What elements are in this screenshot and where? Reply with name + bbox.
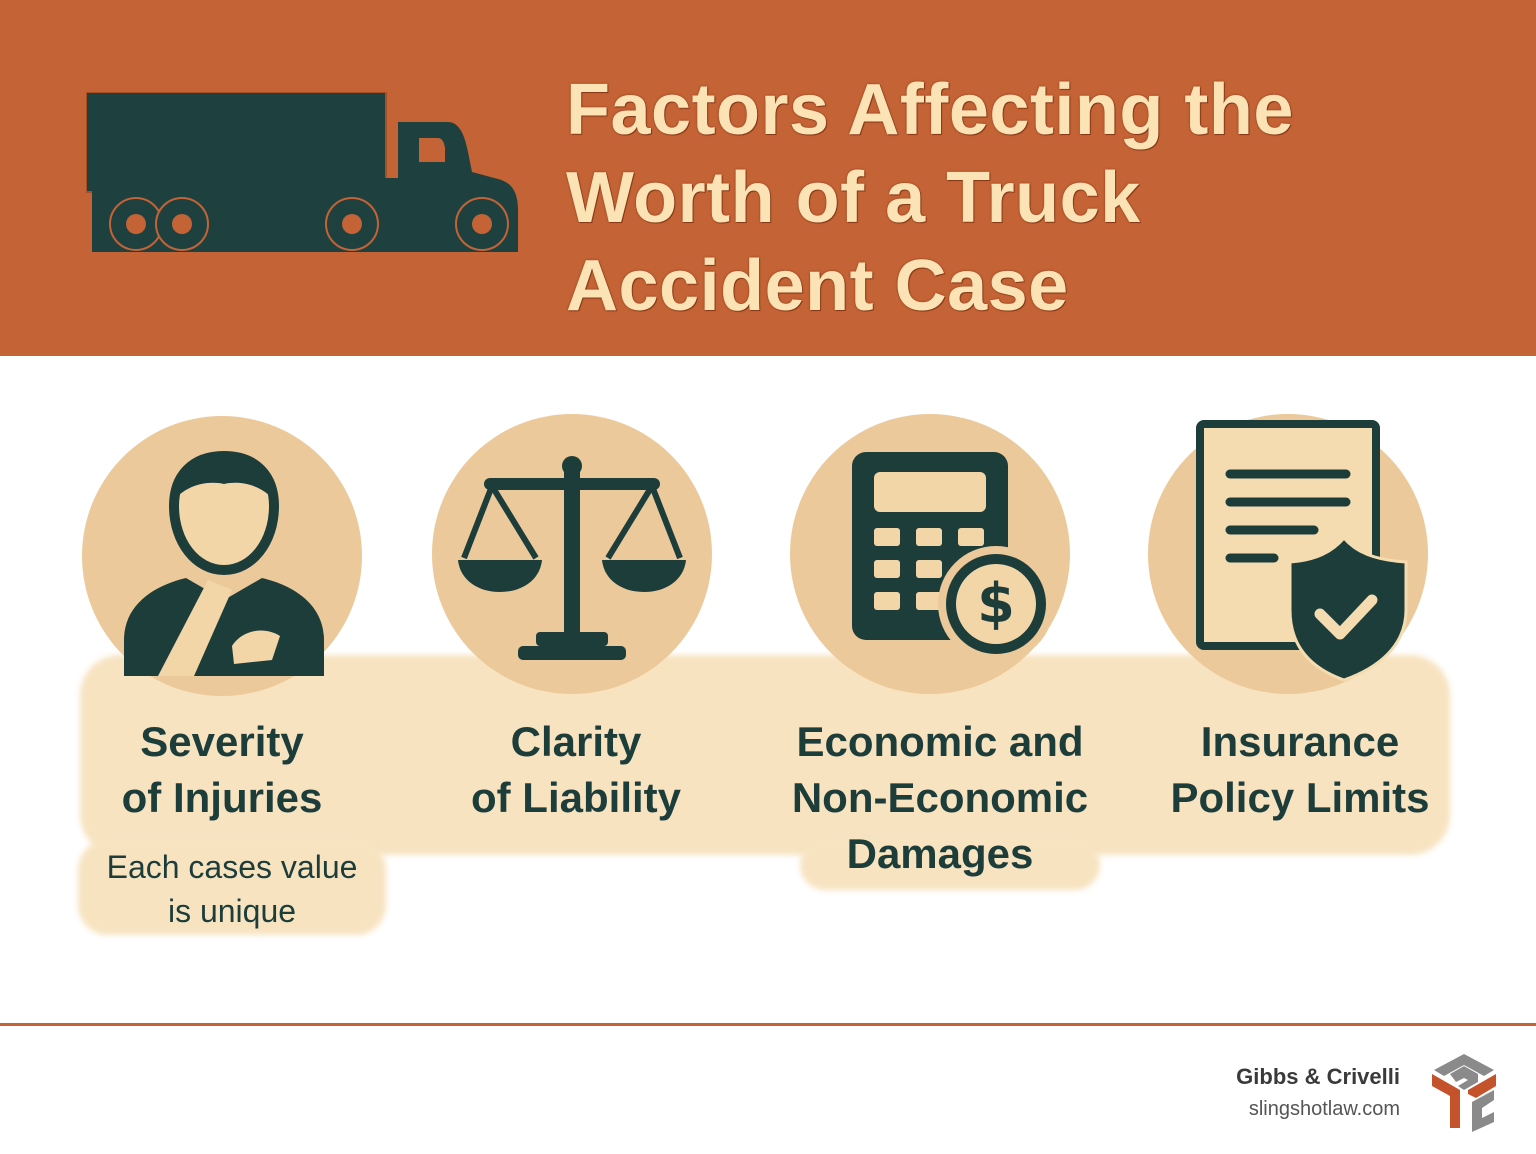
label-line: of Injuries <box>121 774 323 821</box>
title-line-2: Worth of a Truck <box>566 158 1141 238</box>
label-line: Non-Economic <box>791 774 1089 821</box>
factor-label-injuries: Severity of Injuries <box>82 714 362 826</box>
label-line: Severity <box>140 718 304 765</box>
policy-shield-check-icon <box>1196 420 1408 682</box>
label-line: Economic and <box>796 718 1084 765</box>
header-banner: Factors Affecting the Worth of a Truck A… <box>0 0 1536 356</box>
svg-text:$: $ <box>977 572 1015 635</box>
scales-of-justice-icon <box>458 456 686 660</box>
footer-divider <box>0 1023 1536 1026</box>
title-line-1: Factors Affecting the <box>566 70 1294 150</box>
label-line: of Liability <box>471 774 681 821</box>
factor-label-insurance: Insurance Policy Limits <box>1140 714 1460 826</box>
title-line-3: Accident Case <box>566 246 1069 326</box>
gc-cube-logo-icon <box>1432 1054 1496 1132</box>
label-line: Damages <box>846 830 1034 877</box>
label-line: Clarity <box>510 718 642 765</box>
factor-label-liability: Clarity of Liability <box>436 714 716 826</box>
highlight-band-damages <box>800 840 1100 890</box>
truck-icon <box>86 92 518 252</box>
calculator-dollar-icon: $ <box>852 452 1054 662</box>
highlight-band <box>80 655 1450 855</box>
label-line: Policy Limits <box>1170 774 1430 821</box>
factor-note: Each cases value is unique <box>72 845 392 933</box>
label-line: Insurance <box>1200 718 1400 765</box>
brand-url[interactable]: slingshotlaw.com <box>1248 1098 1400 1120</box>
brand-name: Gibbs & Crivelli <box>1236 1064 1400 1089</box>
injured-person-icon <box>124 450 324 676</box>
note-line: Each cases value <box>106 849 358 885</box>
highlight-band-note <box>78 840 386 935</box>
page-title: Factors Affecting the Worth of a Truck A… <box>566 66 1466 330</box>
factor-label-damages: Economic and Non-Economic Damages <box>760 714 1120 882</box>
note-line: is unique <box>167 893 297 929</box>
